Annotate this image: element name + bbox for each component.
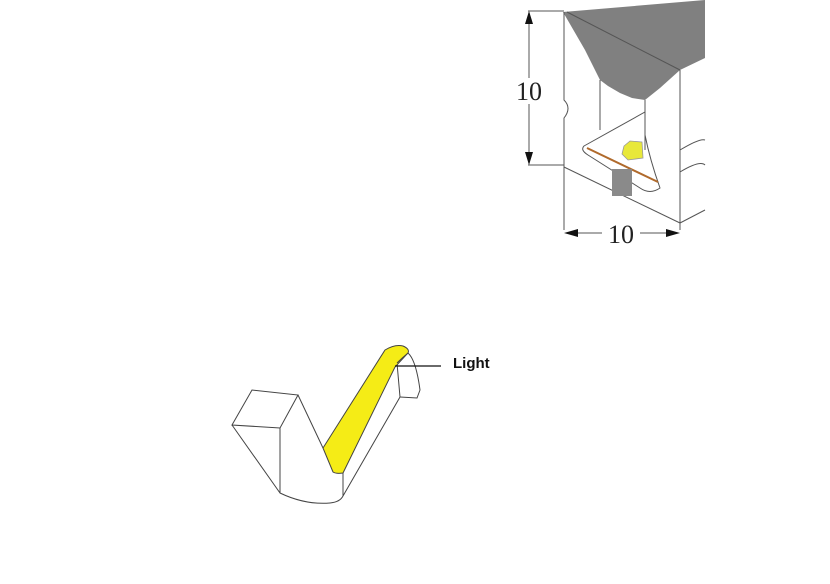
light-label: Light bbox=[453, 355, 490, 372]
bend-diagram bbox=[231, 345, 441, 504]
height-label: 10 bbox=[516, 77, 542, 106]
lens-triangle bbox=[582, 111, 661, 192]
pcb-strip bbox=[586, 147, 659, 183]
width-label: 10 bbox=[608, 220, 634, 249]
led-chip bbox=[621, 140, 644, 161]
support-block bbox=[612, 169, 632, 196]
profile-diagram: 10 10 bbox=[516, 0, 706, 249]
end-cap-face bbox=[231, 389, 299, 429]
gray-cover bbox=[563, 0, 705, 100]
strip-body bbox=[231, 362, 401, 504]
light-face bbox=[322, 345, 409, 474]
strip-tail bbox=[396, 352, 421, 399]
